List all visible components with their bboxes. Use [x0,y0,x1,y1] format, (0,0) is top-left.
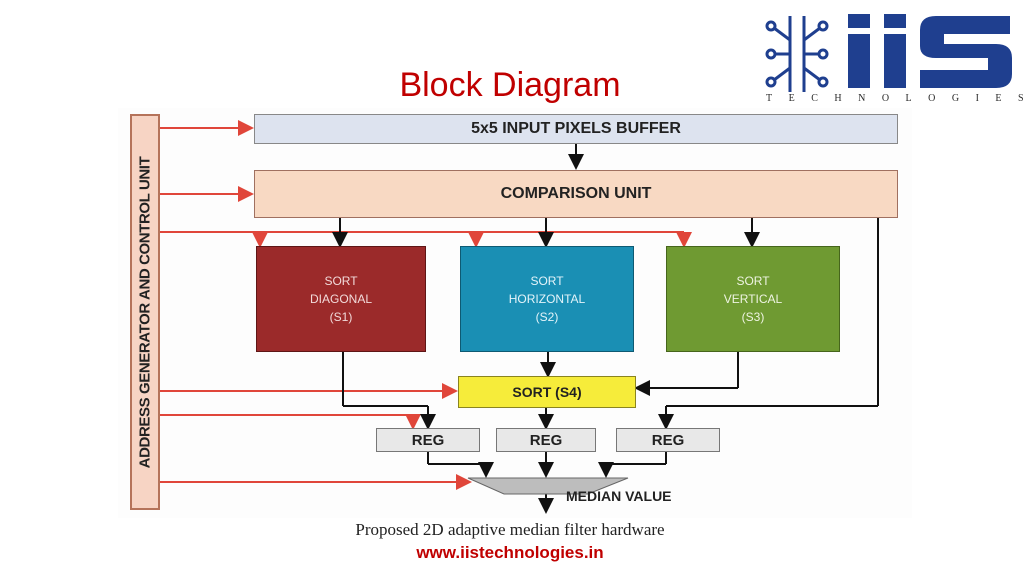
median-mux-shape [467,477,629,495]
input-buffer-block: 5x5 INPUT PIXELS BUFFER [254,114,898,144]
sort-horizontal-block: SORT HORIZONTAL (S2) [460,246,634,352]
slide-title: Block Diagram [399,66,621,104]
sort-diagonal-line3: (S1) [329,310,353,324]
circuit-mark-icon [765,16,829,92]
footer-url-link[interactable]: www.iistechnologies.in [416,543,604,562]
iis-logo [765,14,1012,92]
sort-s4-block: SORT (S4) [458,376,636,408]
sort-horizontal-line1: SORT [530,274,564,288]
sort-vertical-block: SORT VERTICAL (S3) [666,246,840,352]
reg-block-3: REG [616,428,720,452]
control-unit-label: ADDRESS GENERATOR AND CONTROL UNIT [136,156,154,468]
sort-vertical-line3: (S3) [741,310,765,324]
control-unit-block: ADDRESS GENERATOR AND CONTROL UNIT [130,114,160,510]
comparison-unit-block: COMPARISON UNIT [254,170,898,218]
sort-diagonal-line2: DIAGONAL [309,292,372,306]
sort-diagonal-line1: SORT [324,274,358,288]
median-value-label: MEDIAN VALUE [566,488,672,504]
sort-horizontal-line3: (S2) [535,310,559,324]
sort-vertical-line1: SORT [736,274,770,288]
figure-caption: Proposed 2D adaptive median filter hardw… [355,520,665,539]
sort-vertical-line2: VERTICAL [723,292,783,306]
reg-block-2: REG [496,428,596,452]
sort-diagonal-block: SORT DIAGONAL (S1) [256,246,426,352]
block-diagram: ADDRESS GENERATOR AND CONTROL UNIT 5x5 I… [118,108,912,518]
sort-horizontal-line2: HORIZONTAL [508,292,586,306]
reg-block-1: REG [376,428,480,452]
logo-subtitle: TECHNOLOGIES [766,93,1024,104]
